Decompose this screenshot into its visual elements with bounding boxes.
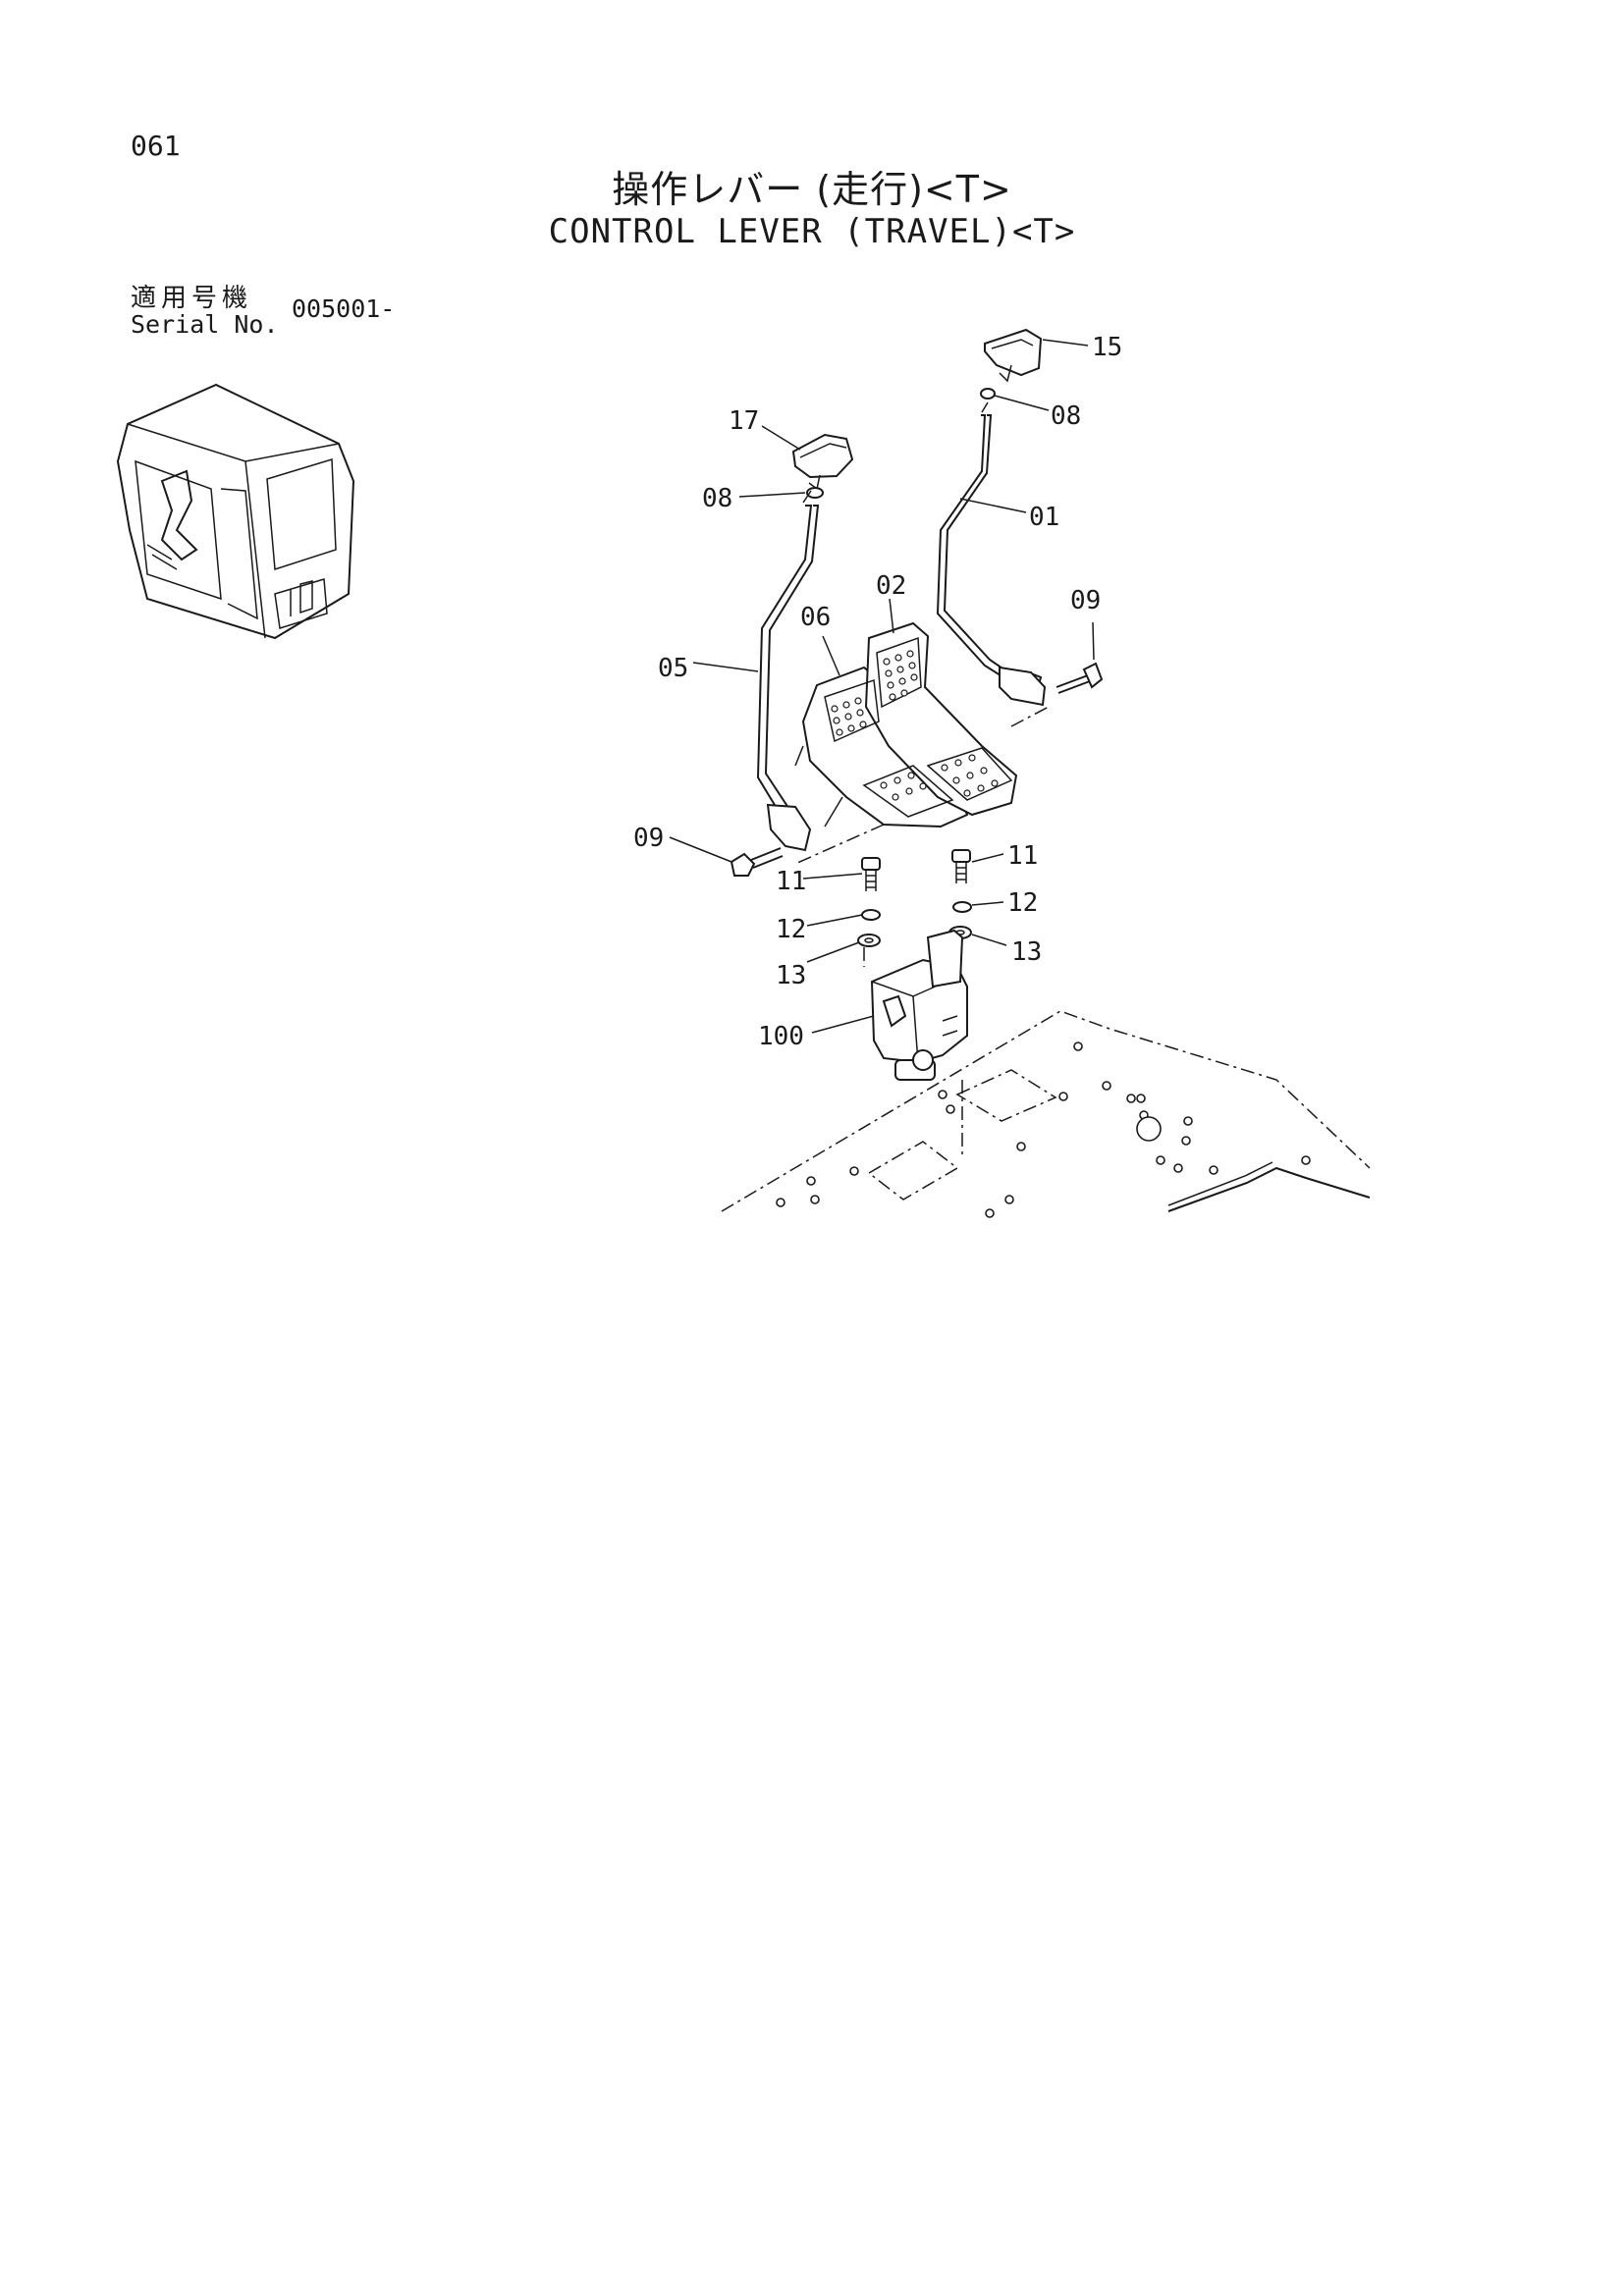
pilot-valve-100-icon: [863, 929, 968, 1081]
knob-15-icon: [984, 328, 1043, 383]
pedals-icon: [794, 621, 1050, 865]
callout-13-left: 13: [776, 961, 806, 990]
callout-12-right: 12: [1007, 888, 1038, 918]
callout-12-left: 12: [776, 915, 806, 944]
callout-15: 15: [1092, 333, 1122, 362]
serial-number-value: 005001-: [292, 294, 396, 323]
callout-100: 100: [758, 1022, 804, 1051]
callout-02: 02: [876, 571, 906, 601]
knob-17-icon: [791, 433, 854, 491]
lever-05-icon: [756, 490, 820, 852]
callout-17: 17: [729, 406, 759, 436]
callout-01: 01: [1029, 503, 1059, 532]
callout-13-right: 13: [1011, 937, 1042, 967]
lever-01-icon: [936, 401, 1047, 707]
callout-05: 05: [658, 654, 688, 683]
serial-label-en: Serial No.: [131, 310, 279, 339]
page-title-jp: 操作レバー (走行)<T>: [612, 168, 1012, 211]
callout-08-right: 08: [1051, 401, 1081, 431]
nut-08-right-icon: [980, 388, 996, 400]
bolt-09-right-icon: [1056, 662, 1104, 694]
floor-plate-icon: [721, 1010, 1371, 1218]
callout-09-left: 09: [633, 824, 664, 853]
callout-11-left: 11: [776, 867, 806, 896]
callout-06: 06: [800, 603, 831, 632]
page-title-en: CONTROL LEVER (TRAVEL)<T>: [548, 212, 1076, 251]
callout-08-left: 08: [702, 484, 732, 513]
serial-label-jp: 適用号機: [131, 284, 253, 313]
callout-labels: 15 08 01 17 08 02 06 09 05 09 11 11 12 1…: [633, 333, 1122, 1051]
page-number: 061: [131, 130, 181, 162]
nut-08-left-icon: [806, 487, 824, 499]
callout-11-right: 11: [1007, 841, 1038, 871]
callout-09-right: 09: [1070, 586, 1101, 615]
bolt-09-left-icon: [730, 847, 784, 877]
cab-thumbnail-icon: [116, 383, 355, 640]
leader-lines: [669, 339, 1095, 1034]
